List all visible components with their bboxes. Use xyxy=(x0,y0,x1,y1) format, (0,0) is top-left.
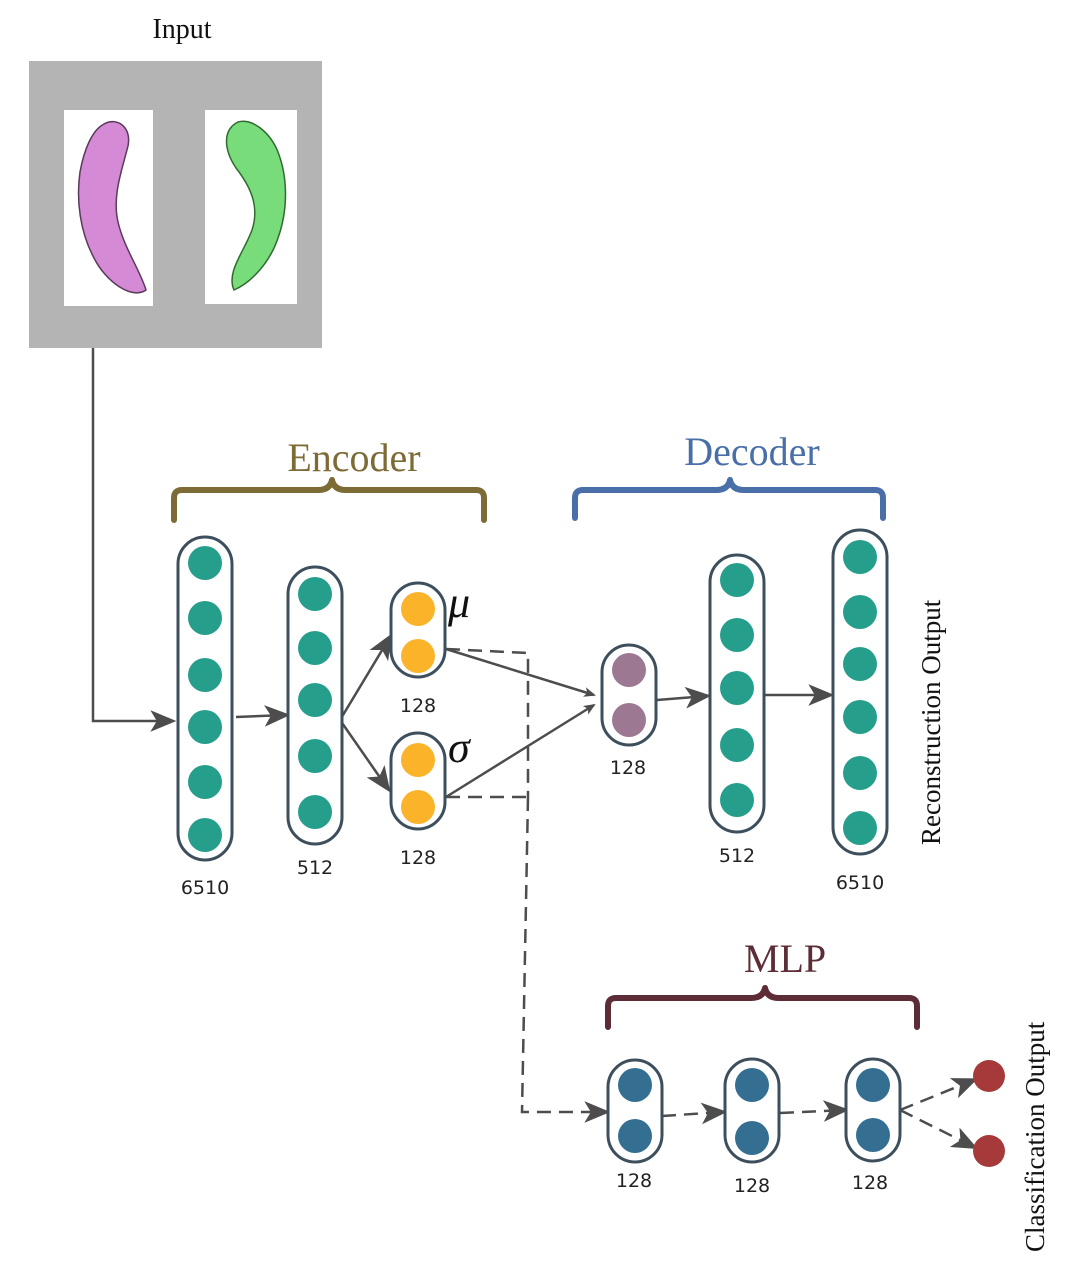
decoder-bracket xyxy=(572,477,886,521)
mlp3-layer-node-1 xyxy=(856,1068,890,1102)
mlp2-layer xyxy=(723,1057,781,1164)
enc-input-layer-node-1 xyxy=(188,546,222,580)
dashed-connections xyxy=(445,647,979,1149)
mu-symbol: μ xyxy=(447,578,470,627)
dec-hidden-layer-node-1 xyxy=(720,563,754,597)
mu-to-latent-arrow xyxy=(445,647,596,697)
encoder-title: Encoder xyxy=(287,435,420,480)
latent-layer xyxy=(600,643,658,747)
mlp2-size-label: 128 xyxy=(734,1175,770,1197)
dec-hidden-layer-node-5 xyxy=(720,783,754,817)
enc-input-to-hidden-arrow xyxy=(235,705,291,727)
hidden-to-sigma-arrow xyxy=(338,719,391,793)
dec-output-layer-frame xyxy=(831,528,889,856)
hippocampus-shape-left xyxy=(77,120,147,294)
sigma-layer-node-1 xyxy=(401,743,435,777)
mlp2-layer-node-1 xyxy=(735,1068,769,1102)
mlp-title: MLP xyxy=(744,936,826,981)
enc-input-layer xyxy=(176,535,234,862)
enc-input-layer-node-6 xyxy=(188,818,222,852)
dec-output-layer xyxy=(831,528,889,856)
enc-input-layer-node-3 xyxy=(188,658,222,692)
mlp3-layer xyxy=(844,1057,902,1163)
dec-hidden-layer-node-2 xyxy=(720,618,754,652)
input-to-encoder-arrow xyxy=(91,348,177,732)
latent-layer-node-1 xyxy=(612,653,646,687)
latent-layer-node-2 xyxy=(612,703,646,737)
connections xyxy=(91,348,979,1149)
enc-hidden-layer-node-2 xyxy=(298,631,332,665)
mlp-bracket xyxy=(605,985,920,1030)
enc-hidden-layer-node-5 xyxy=(298,795,332,829)
mlp2-to-mlp3-dashed-arrow xyxy=(779,1100,850,1122)
dec-output-layer-node-3 xyxy=(843,647,877,681)
dec-hidden-size-label: 512 xyxy=(719,845,755,867)
mlp1-to-mlp2-dashed-arrow xyxy=(661,1102,728,1125)
mlp3-size-label: 128 xyxy=(852,1172,888,1194)
mu-layer xyxy=(389,581,447,679)
dec-output-layer-node-4 xyxy=(843,700,877,734)
mlp1-layer-node-1 xyxy=(618,1068,652,1102)
mlp1-size-label: 128 xyxy=(616,1170,652,1192)
layers xyxy=(176,528,902,1164)
mu-layer-node-1 xyxy=(401,592,435,626)
enc-hidden-layer-node-3 xyxy=(298,683,332,717)
input-title: Input xyxy=(152,14,211,45)
dec-output-layer-node-5 xyxy=(843,756,877,790)
latent-to-dec-hidden-arrow xyxy=(656,686,712,709)
enc-input-layer-node-2 xyxy=(188,601,222,635)
enc-hidden-layer xyxy=(286,565,344,846)
sigma-to-latent-arrow xyxy=(445,703,596,799)
mu-dashed-link xyxy=(445,647,530,797)
mlp3-to-class1-dashed-arrow xyxy=(899,1078,979,1112)
dec-output-layer-node-2 xyxy=(843,595,877,629)
mlp3-to-class2-dashed-arrow xyxy=(899,1108,978,1149)
mu-size-label: 128 xyxy=(400,695,436,717)
enc-hidden-size-label: 512 xyxy=(297,857,333,879)
sigma-symbol: σ xyxy=(448,723,472,772)
classification-output-label: Classification Output xyxy=(1020,1021,1050,1252)
hidden-to-mu-arrow xyxy=(338,633,393,721)
mu-layer-node-2 xyxy=(401,639,435,673)
enc-input-layer-frame xyxy=(176,535,234,862)
dec-hidden-layer-node-3 xyxy=(720,671,754,705)
sigma-size-label: 128 xyxy=(400,847,436,869)
dec-hidden-layer xyxy=(708,553,766,834)
latent-size-label: 128 xyxy=(610,757,646,779)
latent-to-mlp-dashed-arrow xyxy=(520,796,611,1123)
enc-input-layer-node-4 xyxy=(188,710,222,744)
enc-hidden-layer-node-1 xyxy=(298,577,332,611)
mlp2-layer-node-2 xyxy=(735,1121,769,1155)
encoder-bracket xyxy=(171,477,487,523)
enc-input-layer-node-5 xyxy=(188,765,222,799)
decoder-title: Decoder xyxy=(684,429,819,474)
sigma-layer-node-2 xyxy=(401,790,435,824)
mlp1-layer xyxy=(606,1058,664,1164)
dec-output-size-label: 6510 xyxy=(836,872,884,894)
reconstruction-output-label: Reconstruction Output xyxy=(916,599,946,845)
hippocampus-shape-right xyxy=(225,120,287,291)
enc-hidden-layer-node-4 xyxy=(298,739,332,773)
dec-hidden-layer-node-4 xyxy=(720,728,754,762)
sigma-layer xyxy=(389,731,447,831)
dec-output-layer-node-1 xyxy=(843,540,877,574)
mlp3-layer-node-2 xyxy=(856,1118,890,1152)
classification-node-1 xyxy=(973,1060,1005,1092)
dec-output-layer-node-6 xyxy=(843,811,877,845)
mlp1-layer-node-2 xyxy=(618,1119,652,1153)
enc-input-size-label: 6510 xyxy=(181,877,229,899)
classification-node-2 xyxy=(973,1135,1005,1167)
